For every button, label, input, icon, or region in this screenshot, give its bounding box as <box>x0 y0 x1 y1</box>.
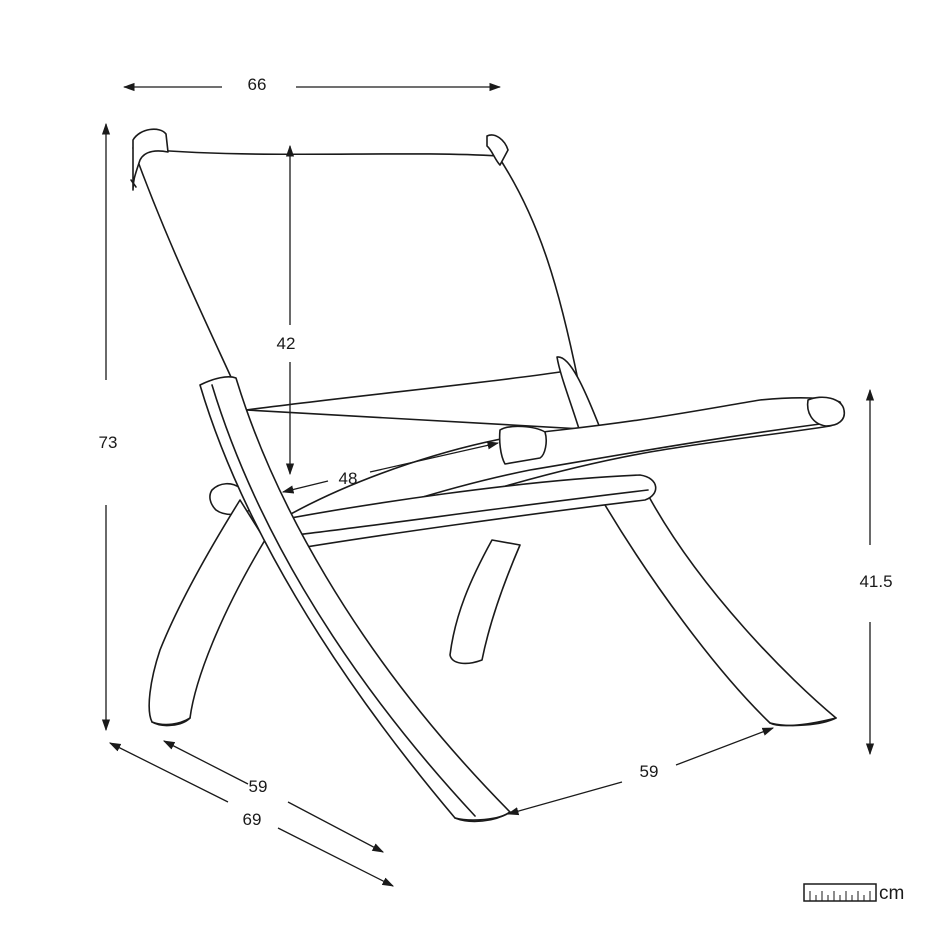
dim-line-seat-depth-right <box>369 441 500 473</box>
seat-roll-right <box>806 396 846 427</box>
dimension-labels: 66 73 42 48 41.5 59 69 59 <box>99 75 893 829</box>
dim-line-seat-depth-left <box>281 480 329 494</box>
dim-label-width-top: 66 <box>248 75 267 94</box>
ruler-icon <box>803 883 877 902</box>
rear-leg-back <box>449 539 521 665</box>
dim-label-depth-inner: 59 <box>249 777 268 796</box>
backrest-sling <box>132 147 601 431</box>
dim-line-depth-inner-right <box>287 801 385 853</box>
dim-label-width-base: 59 <box>640 762 659 781</box>
dim-line-width-base-right <box>675 727 775 766</box>
dim-label-depth-outer: 69 <box>243 810 262 829</box>
dim-label-seat-depth: 48 <box>339 469 358 488</box>
dimension-lines <box>101 82 875 887</box>
chair-drawing <box>130 128 846 823</box>
dim-label-backrest-height: 42 <box>277 334 296 353</box>
dim-label-total-height: 73 <box>99 433 118 452</box>
rear-leg-left <box>148 499 266 726</box>
dim-label-seat-height: 41.5 <box>859 572 892 591</box>
front-leg-right <box>604 494 837 727</box>
dim-line-depth-outer-right <box>277 827 395 887</box>
unit-legend: cm <box>803 883 904 904</box>
backrest-cap-right <box>486 134 509 166</box>
dim-line-depth-outer-left <box>108 742 229 803</box>
seat-clamp <box>498 425 547 465</box>
unit-label: cm <box>879 883 904 904</box>
dim-line-width-base-left <box>506 781 623 816</box>
backrest-cap-left <box>132 128 169 191</box>
dim-line-depth-inner-left <box>162 740 249 785</box>
